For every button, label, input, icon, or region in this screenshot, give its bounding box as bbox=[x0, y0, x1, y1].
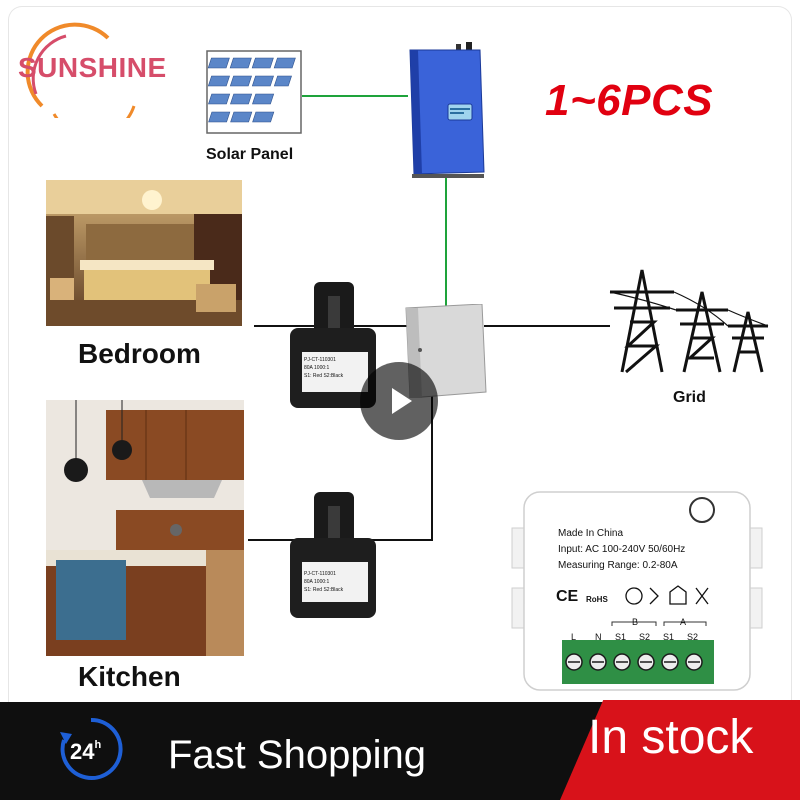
in-stock-text: In stock bbox=[588, 711, 754, 764]
rohs-mark: RoHS bbox=[586, 595, 608, 604]
brand-name: SUNSHINE bbox=[18, 52, 167, 83]
inverter-icon bbox=[409, 42, 485, 178]
ct-sensor-kitchen-icon bbox=[290, 492, 376, 618]
ce-mark: CE bbox=[556, 588, 579, 605]
terminal-a-s2: S2 bbox=[687, 632, 699, 642]
module-line-3: Measuring Range: 0.2-80A bbox=[558, 560, 678, 571]
ct-sensor-kitchen-label: PJ-CT-110301 80A 1000:1 S1: Red S2:Black bbox=[304, 570, 368, 594]
ct-line-2: 80A 1000:1 bbox=[304, 579, 330, 585]
solar-panel-icon bbox=[206, 50, 302, 134]
group-b-label: B bbox=[632, 617, 639, 627]
terminal-b-s1: S1 bbox=[615, 632, 627, 642]
fast-shopping-text: Fast Shopping bbox=[168, 733, 426, 777]
ct-sensor-bedroom-icon bbox=[290, 282, 376, 408]
ct-line-3: S1: Red S2:Black bbox=[304, 373, 344, 379]
clock-24h-icon bbox=[60, 717, 123, 780]
terminal-b-s2: S2 bbox=[639, 632, 651, 642]
bedroom-label: Bedroom bbox=[78, 338, 201, 369]
ct-line-3: S1: Red S2:Black bbox=[304, 587, 344, 593]
solar-panel-label: Solar Panel bbox=[206, 146, 294, 163]
module-specs: Made In China Input: AC 100-240V 50/60Hz… bbox=[558, 526, 748, 574]
ct-line-2: 80A 1000:1 bbox=[304, 365, 330, 371]
kitchen-label: Kitchen bbox=[78, 661, 181, 692]
terminal-a-s1: S1 bbox=[663, 632, 675, 642]
ct-sensor-bedroom-label: PJ-CT-110301 80A 1000:1 S1: Red S2:Black bbox=[304, 356, 368, 380]
quantity-label: 1~6PCS bbox=[545, 76, 714, 125]
grid-label: Grid bbox=[673, 389, 706, 406]
play-icon bbox=[392, 388, 412, 414]
badge-24h: 24h bbox=[70, 739, 102, 764]
sunshine-logo-icon bbox=[25, 22, 136, 118]
energy-meter-module bbox=[511, 491, 763, 691]
terminal-n: N bbox=[595, 632, 602, 642]
bedroom-photo bbox=[46, 180, 242, 326]
kitchen-photo bbox=[46, 400, 244, 656]
badge-24h-number: 24 bbox=[70, 739, 95, 764]
module-line-2: Input: AC 100-240V 50/60Hz bbox=[558, 544, 686, 555]
module-line-1: Made In China bbox=[558, 528, 624, 539]
terminal-l: L bbox=[571, 632, 577, 642]
play-button[interactable] bbox=[360, 362, 438, 440]
in-stock-badge-bg bbox=[560, 700, 800, 800]
ct-line-1: PJ-CT-110301 bbox=[304, 571, 336, 577]
transmission-tower-icon bbox=[609, 269, 769, 374]
ct-line-1: PJ-CT-110301 bbox=[304, 357, 336, 363]
group-a-label: A bbox=[680, 617, 687, 627]
